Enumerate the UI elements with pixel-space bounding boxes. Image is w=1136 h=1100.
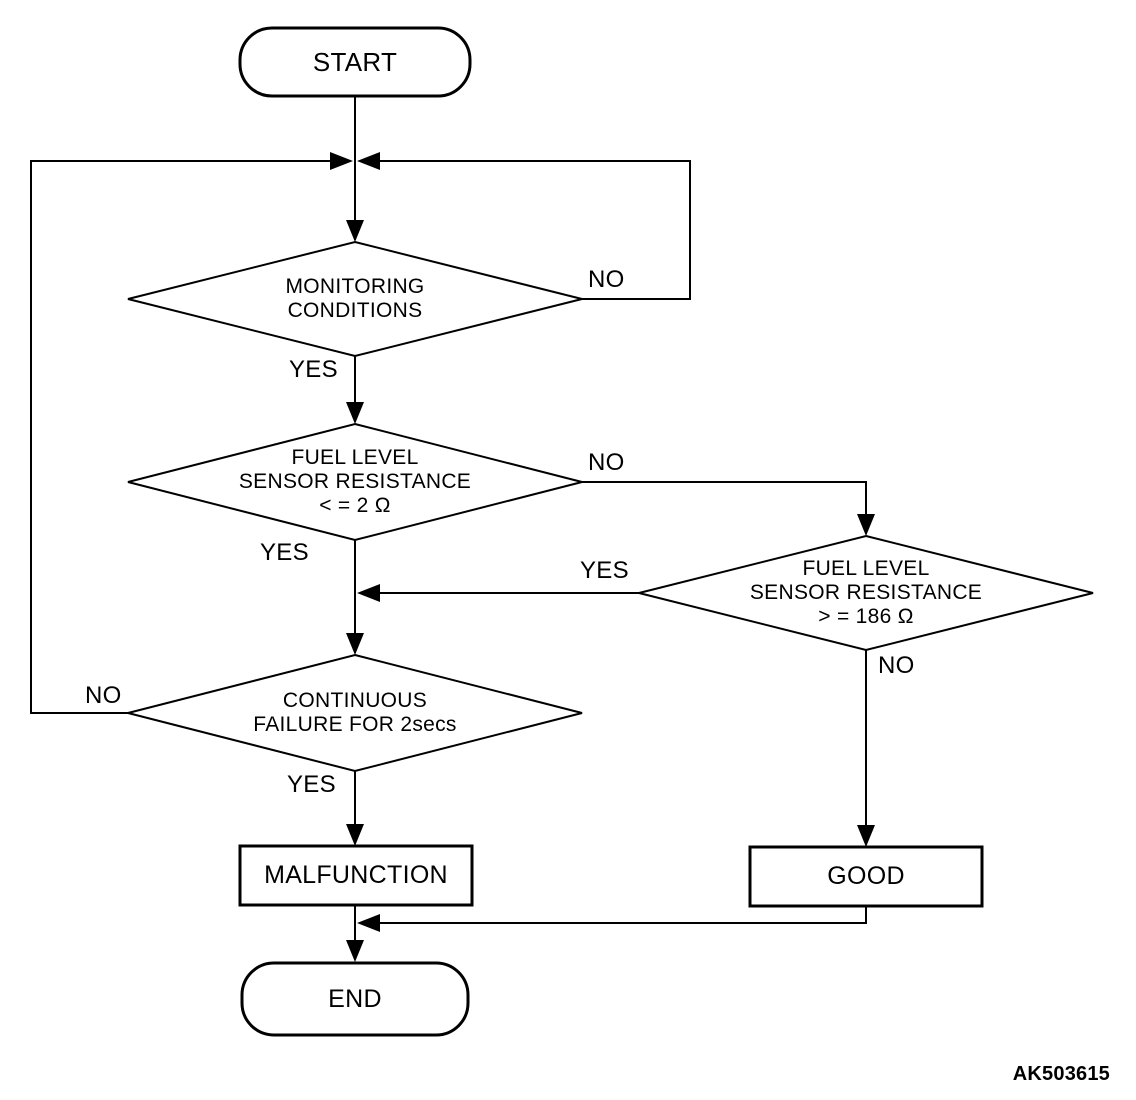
fuel-low-line2: SENSOR RESISTANCE <box>238 470 472 493</box>
arrowhead-merge-from-left <box>330 152 353 170</box>
edge-fuel-low-no <box>582 481 867 533</box>
malfunction-box-shape <box>238 844 474 907</box>
start-terminator-shape <box>238 26 472 98</box>
end-text: END <box>328 984 382 1013</box>
continuous-line2: FAILURE FOR 2secs <box>253 713 457 736</box>
arrowhead-good-merge <box>357 914 380 932</box>
continuous-decision-shape <box>127 653 583 773</box>
arrowhead-into-fuel-high <box>857 514 875 536</box>
arrowhead-into-continuous <box>346 633 364 655</box>
edge-monitoring-no-loop <box>360 160 691 300</box>
malfunction-node-label: MALFUNCTION <box>240 846 472 905</box>
fuel-high-no-label: NO <box>878 652 915 679</box>
arrowhead-merge-from-right <box>357 152 380 170</box>
monitoring-line2: CONDITIONS <box>287 299 423 322</box>
start-node-label: START <box>240 28 470 96</box>
fuel-high-line3: > = 186 Ω <box>818 605 914 628</box>
end-node-label: END <box>242 963 468 1035</box>
continuous-decision-label: CONTINUOUS FAILURE FOR 2secs <box>205 689 505 737</box>
end-terminator-shape <box>240 961 470 1037</box>
arrowhead-into-monitoring <box>346 220 364 242</box>
good-node-label: GOOD <box>750 847 982 906</box>
continuous-no-label: NO <box>85 682 122 709</box>
fuel-high-yes-label: YES <box>580 557 629 584</box>
fuel-low-yes-label: YES <box>260 539 309 566</box>
arrowhead-into-good <box>857 825 875 847</box>
monitoring-decision-label: MONITORING CONDITIONS <box>205 275 505 323</box>
fuel-low-decision-label: FUEL LEVEL SENSOR RESISTANCE < = 2 Ω <box>205 446 505 518</box>
continuous-line1: CONTINUOUS <box>282 689 428 712</box>
edge-good-to-merge <box>360 906 867 924</box>
fuel-low-decision-shape <box>127 422 583 542</box>
arrowhead-into-fuel-low <box>346 402 364 424</box>
arrowhead-into-malfunction <box>346 824 364 846</box>
continuous-yes-label: YES <box>287 771 336 798</box>
arrowhead-fuel-high-yes <box>357 584 380 602</box>
fuel-low-no-label: NO <box>588 449 625 476</box>
monitoring-decision-shape <box>127 240 583 358</box>
monitoring-line1: MONITORING <box>285 275 425 298</box>
fuel-high-decision-label: FUEL LEVEL SENSOR RESISTANCE > = 186 Ω <box>716 557 1016 629</box>
fuel-low-line3: < = 2 Ω <box>319 494 391 517</box>
arrowhead-into-end <box>346 940 364 962</box>
start-text: START <box>312 46 398 77</box>
fuel-high-decision-shape <box>638 534 1094 652</box>
monitoring-no-label: NO <box>588 266 625 293</box>
fuel-high-line1: FUEL LEVEL <box>802 557 930 580</box>
monitoring-yes-label: YES <box>289 356 338 383</box>
malfunction-text: MALFUNCTION <box>264 861 448 889</box>
figure-code: AK503615 <box>1012 1063 1110 1085</box>
fuel-high-line2: SENSOR RESISTANCE <box>749 581 983 604</box>
fuel-low-line1: FUEL LEVEL <box>291 446 419 469</box>
good-text: GOOD <box>827 862 905 890</box>
edge-continuous-no-loop <box>30 160 350 714</box>
good-box-shape <box>748 845 984 908</box>
